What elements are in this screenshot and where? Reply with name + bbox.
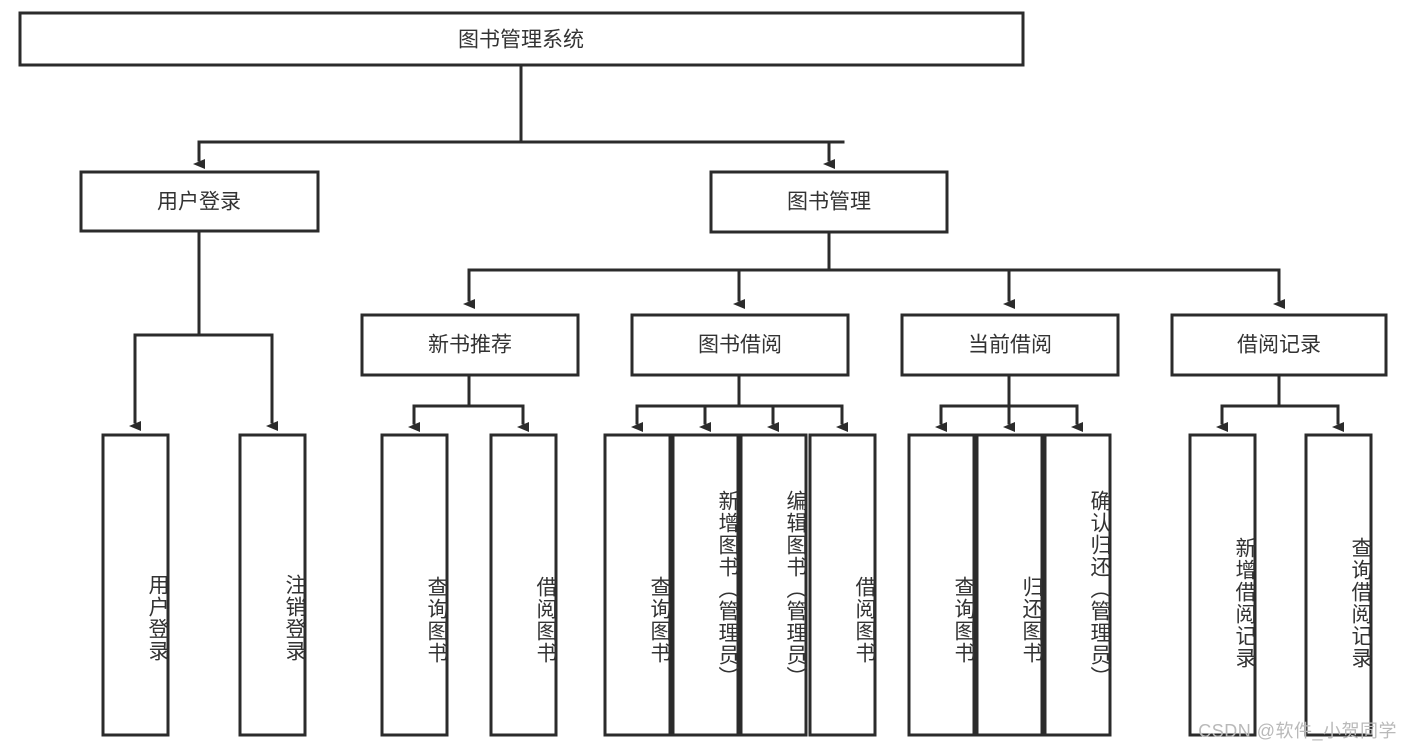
node-borrow-record[interactable] — [1170, 313, 1388, 377]
node-borrow-record-label: 借阅记录 — [1237, 334, 1321, 357]
leaf-current-borrow-2[interactable] — [1043, 433, 1112, 737]
leaf-user-login-1[interactable] — [238, 433, 307, 737]
connector-bookmgmt-to-level2 — [463, 230, 1285, 309]
node-root-label: 图书管理系统 — [458, 29, 584, 52]
node-root[interactable] — [18, 11, 1025, 67]
node-current-borrow[interactable] — [900, 313, 1120, 377]
leaf-book-borrow-1[interactable] — [671, 433, 740, 737]
leaf-current-borrow-1[interactable] — [975, 433, 1044, 737]
leaf-new-book-0[interactable] — [380, 433, 449, 737]
watermark-label: CSDN @软件_小贺同学 — [1198, 721, 1397, 741]
node-user-login[interactable] — [79, 170, 320, 233]
node-book-borrow-label: 图书借阅 — [698, 334, 782, 357]
node-book-borrow[interactable] — [630, 313, 850, 377]
connector-newbook-to-leaves — [408, 373, 529, 432]
leaf-new-book-1[interactable] — [489, 433, 558, 737]
connector-root-to-level1 — [193, 63, 845, 169]
node-new-book-recommend[interactable] — [360, 313, 580, 377]
leaf-user-login-0[interactable] — [101, 433, 170, 737]
node-current-borrow-label: 当前借阅 — [968, 334, 1052, 357]
connector-current-to-leaves — [935, 373, 1083, 432]
leaf-book-borrow-2[interactable] — [739, 433, 808, 737]
node-book-management[interactable] — [709, 170, 949, 234]
leaf-borrow-record-0[interactable] — [1188, 433, 1257, 737]
connector-borrow-to-leaves — [631, 373, 848, 432]
leaf-borrow-record-1[interactable] — [1304, 433, 1373, 737]
node-book-management-label: 图书管理 — [787, 191, 871, 214]
node-new-book-recommend-label: 新书推荐 — [428, 334, 512, 357]
leaf-current-borrow-0[interactable] — [907, 433, 976, 737]
leaf-book-borrow-0[interactable] — [603, 433, 672, 737]
node-user-login-label: 用户登录 — [157, 191, 241, 214]
leaf-book-borrow-3[interactable] — [808, 433, 877, 737]
connector-record-to-leaves — [1216, 373, 1344, 432]
connector-userlogin-to-leaves — [129, 229, 278, 431]
